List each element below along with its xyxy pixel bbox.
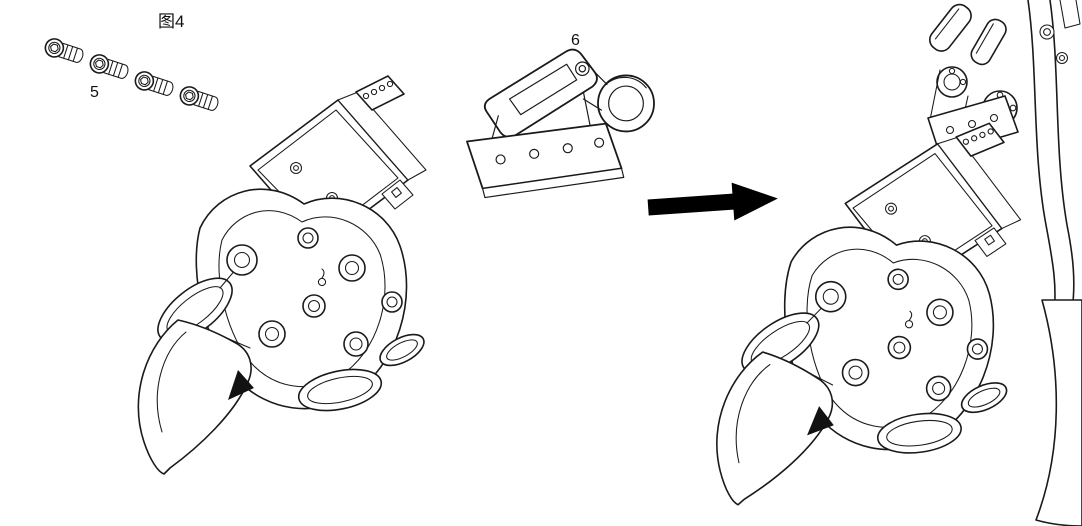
- part-label-bracket: 6: [571, 32, 580, 49]
- gripper-before: [137, 75, 430, 475]
- figure-title: 图4: [158, 12, 184, 31]
- gripper-after: [711, 105, 1031, 524]
- assembly-arrow-icon: [647, 182, 778, 221]
- screw-icon: [177, 83, 222, 115]
- screw-icon: [87, 51, 132, 83]
- screw-group: [42, 35, 222, 115]
- screw-icon: [42, 35, 87, 67]
- bracket-part: [466, 48, 655, 199]
- screw-icon: [132, 68, 177, 100]
- part-label-screws: 5: [90, 84, 99, 101]
